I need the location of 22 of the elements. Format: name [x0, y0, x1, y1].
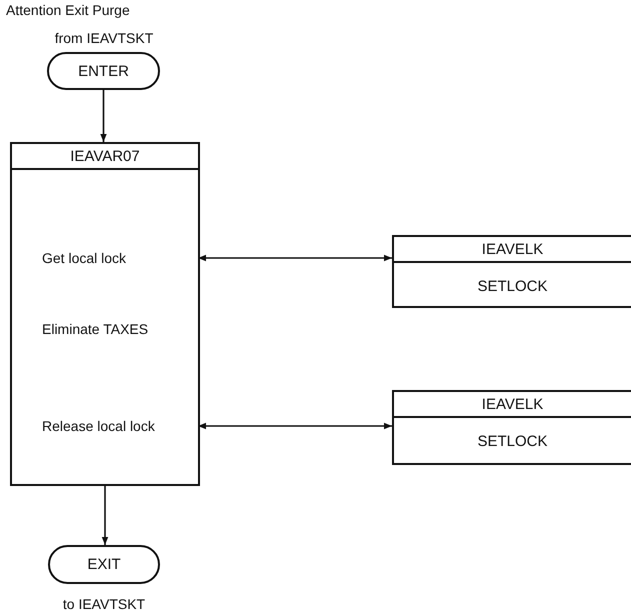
arrow [100, 90, 107, 142]
step-text: Get local lock [42, 250, 126, 266]
module-function: SETLOCK [477, 432, 548, 450]
connector-note: to IEAVTSKT [62, 596, 146, 612]
arrow [198, 422, 392, 430]
step-text: Release local lock [42, 418, 155, 434]
module-name: IEAVELK [482, 396, 544, 412]
terminal-shape [48, 545, 160, 584]
module-box [392, 390, 631, 465]
diagram-title: Attention Exit Purge [6, 2, 130, 18]
connector-note: from IEAVTSKT [54, 30, 154, 46]
module-box [10, 142, 200, 486]
terminal-label: EXIT [87, 556, 121, 573]
arrow [198, 254, 392, 262]
module-function: SETLOCK [477, 278, 548, 294]
module-name: IEAVAR07 [70, 148, 140, 164]
module-box [392, 235, 631, 308]
terminal-label: ENTER [78, 62, 129, 80]
module-name: IEAVELK [482, 240, 544, 258]
step-text: Eliminate TAXES [42, 321, 148, 337]
terminal-shape [47, 52, 160, 90]
arrow [102, 486, 108, 545]
